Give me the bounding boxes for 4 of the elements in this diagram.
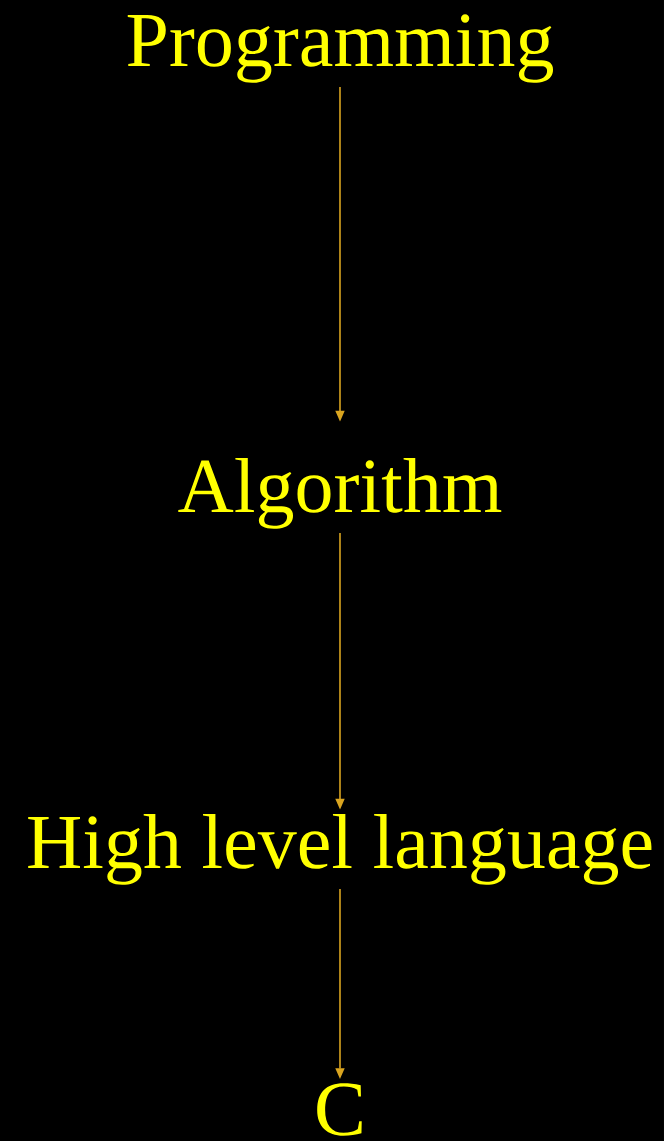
node-label: Algorithm: [178, 457, 502, 529]
node-label: Programming: [127, 14, 553, 83]
node-label: C: [317, 1083, 362, 1136]
node-label: High level language: [28, 813, 652, 885]
